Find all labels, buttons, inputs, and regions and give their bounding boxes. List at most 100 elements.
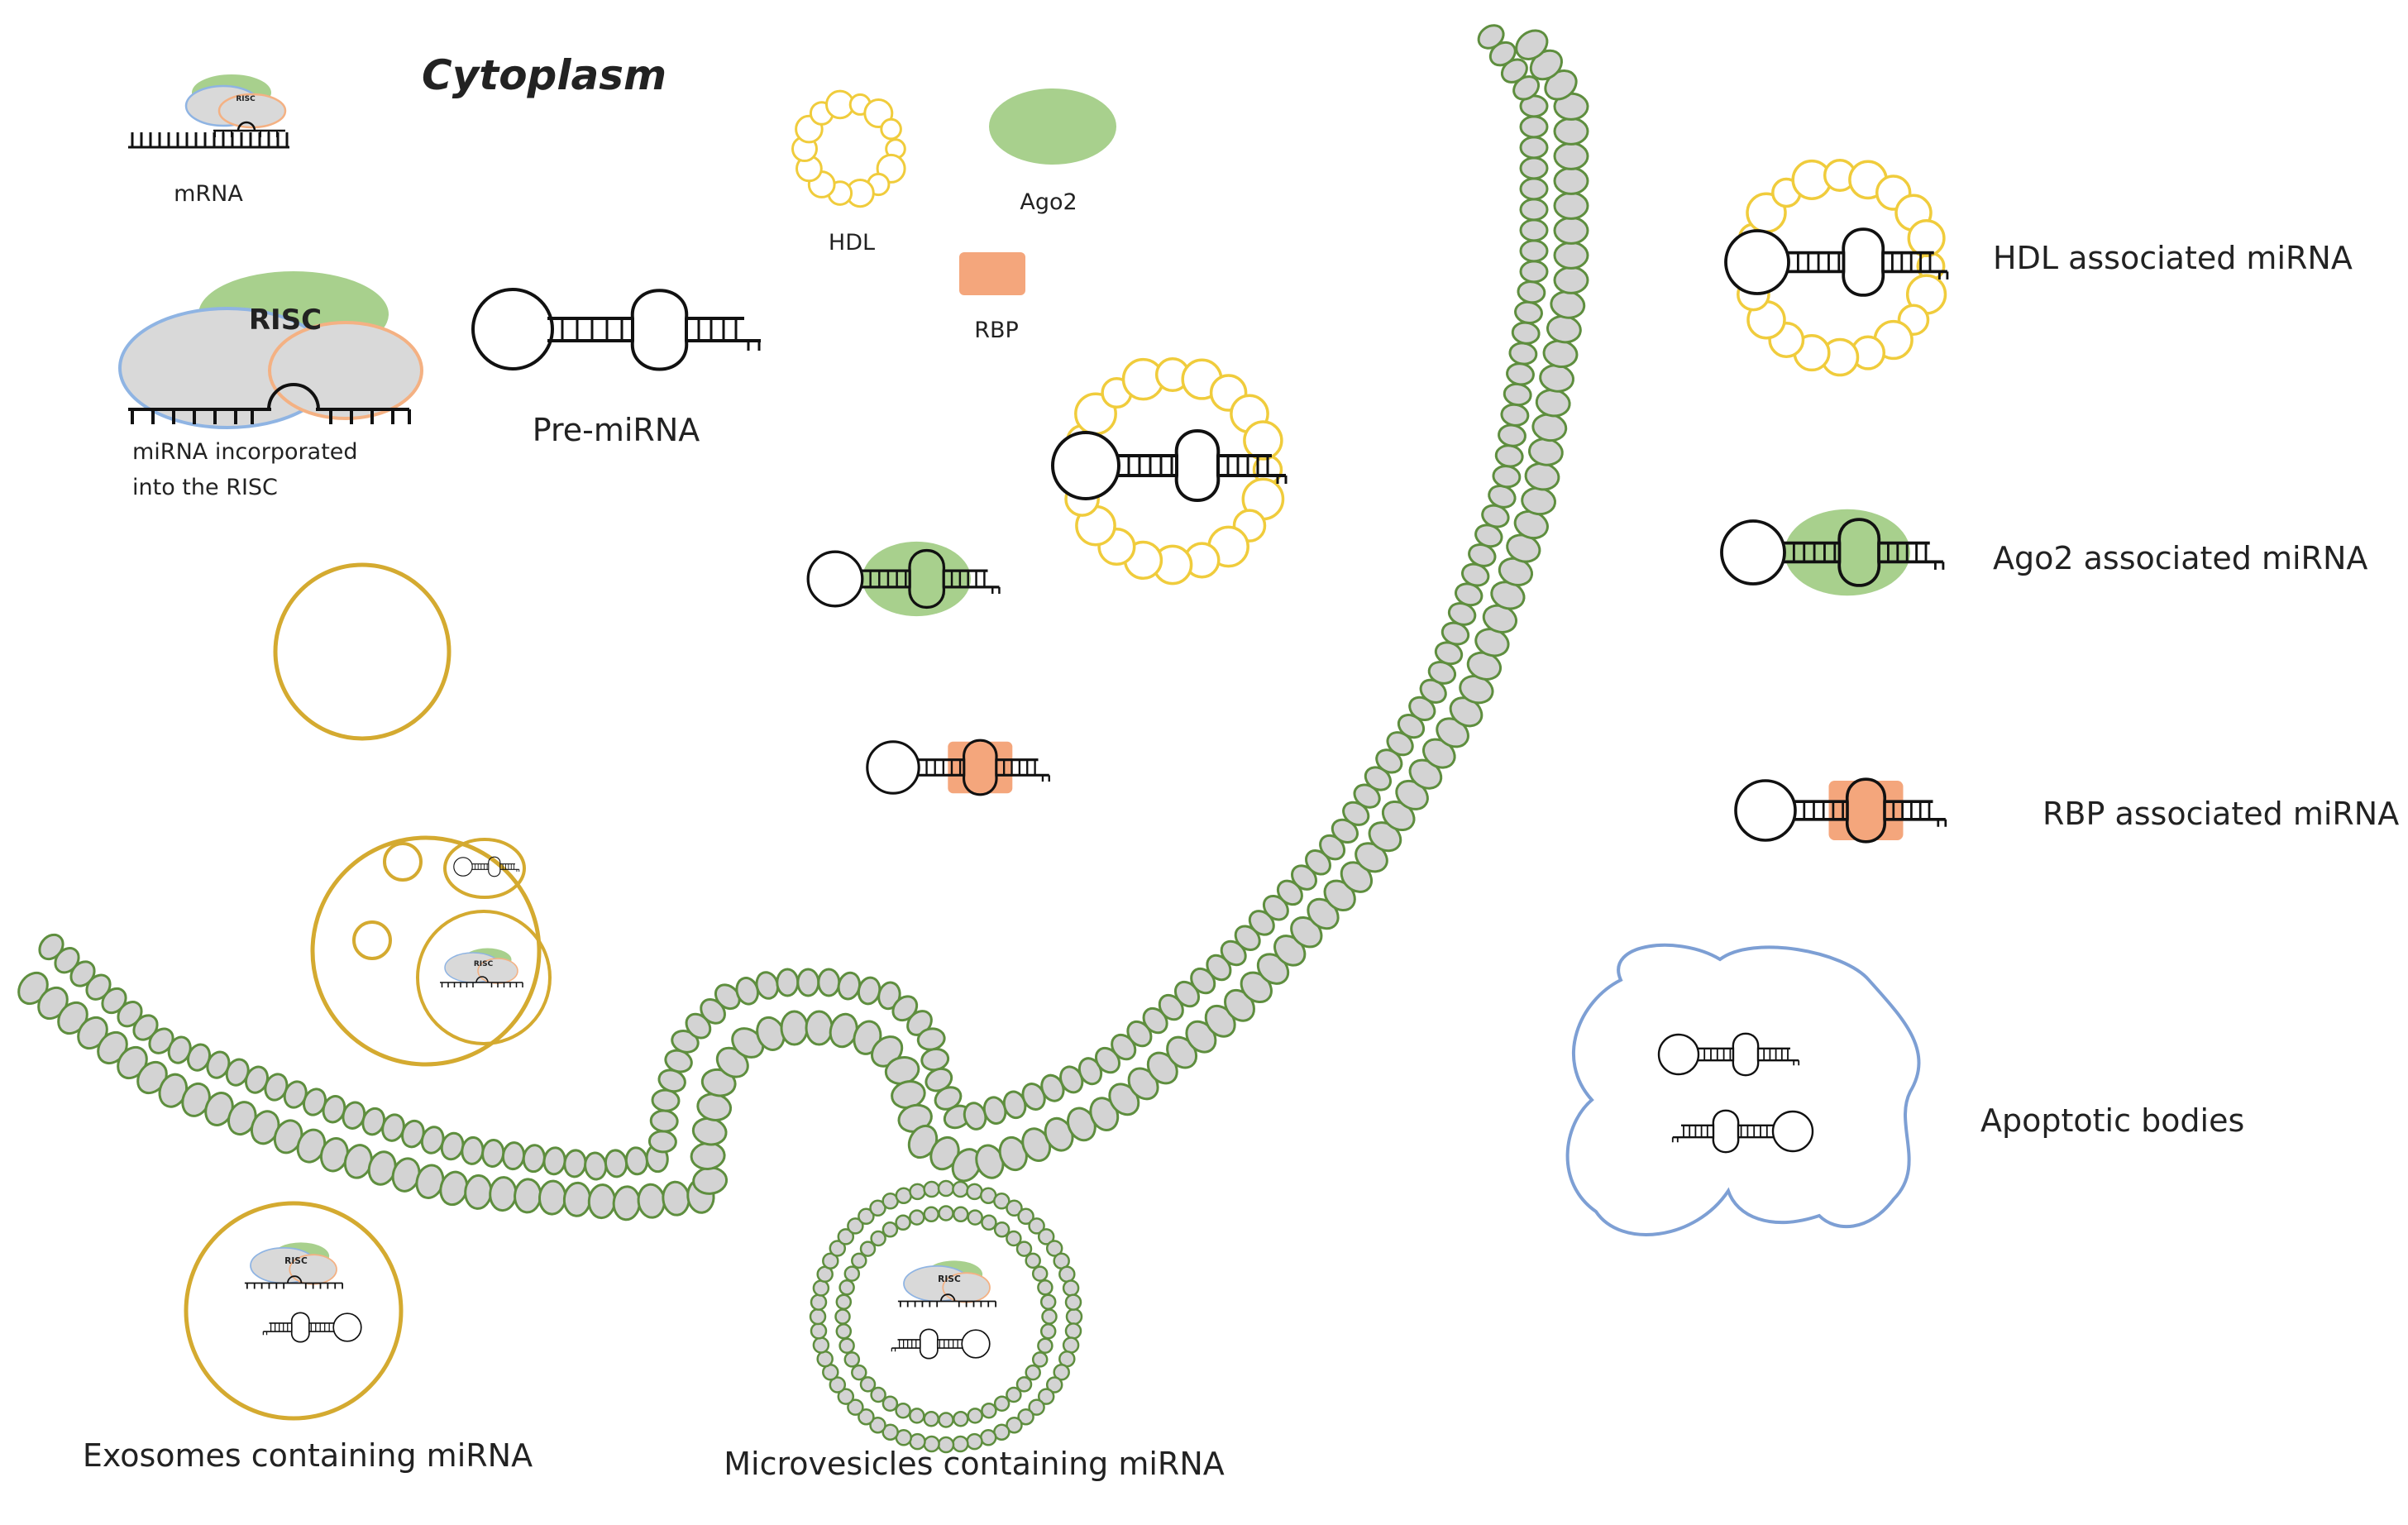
membrane-bead	[1492, 465, 1522, 489]
membrane-bead	[1519, 136, 1549, 160]
microvesicle-bead	[843, 1265, 861, 1282]
microvesicle-bead	[952, 1180, 969, 1198]
membrane-bead	[951, 1148, 982, 1183]
microvesicle-bead	[909, 1209, 925, 1226]
membrane-bead	[1517, 280, 1546, 304]
risc-small-label: RISC	[236, 95, 256, 103]
membrane-bead	[563, 1149, 587, 1178]
microvesicle-bead	[923, 1206, 939, 1223]
hdl-associated-mirna-icon	[1724, 158, 1949, 377]
risc-caption-line2: into the RISC	[132, 475, 278, 500]
microvesicle-bead	[837, 1228, 855, 1245]
mirna-hairpin	[262, 1312, 362, 1343]
microvesicle-bead	[809, 1307, 827, 1326]
membrane-bead	[780, 1010, 809, 1046]
membrane-bead	[1527, 437, 1564, 466]
microvesicle-bead	[981, 1402, 997, 1419]
microvesicle-bead	[1037, 1228, 1055, 1245]
microvesicle-bead	[923, 1410, 939, 1427]
membrane-bead	[1546, 314, 1582, 344]
membrane-bead	[1519, 260, 1549, 284]
microvesicle-bead	[1062, 1336, 1080, 1354]
microvesicle-bead	[993, 1193, 1010, 1210]
exosome	[184, 1201, 404, 1421]
membrane-bead	[1535, 388, 1571, 418]
mrna-label: mRNA	[174, 181, 243, 207]
membrane-bead	[514, 1178, 542, 1214]
membrane-bead	[1477, 24, 1505, 50]
rbp-legend-icon	[959, 252, 1025, 295]
risc-label: RISC	[249, 304, 322, 337]
microvesicle-bead	[895, 1402, 911, 1419]
membrane-bead	[481, 1139, 505, 1168]
microvesicle-bead	[835, 1323, 853, 1340]
microvesicle-bead	[1031, 1351, 1049, 1368]
membrane-bead	[690, 1141, 726, 1170]
microvesicle-bead	[937, 1179, 955, 1198]
microvesicle-bead	[938, 1205, 954, 1221]
microvesicle-bead	[858, 1207, 875, 1226]
microvesicle-bead	[882, 1221, 899, 1238]
microvesicle-bead	[812, 1336, 830, 1354]
microvesicle-bead	[993, 1221, 1010, 1238]
microvesicle-bead	[838, 1279, 855, 1296]
microvesicle-bead	[1053, 1364, 1070, 1381]
apoptotic-body	[1565, 943, 1921, 1236]
membrane-bead	[776, 968, 800, 997]
microvesicle-bead	[851, 1364, 867, 1381]
cell-membrane	[17, 24, 1589, 1221]
membrane-bead	[1515, 29, 1549, 60]
microvesicle-bead	[1062, 1279, 1080, 1297]
microvesicle-bead	[838, 1337, 855, 1354]
membrane-bead	[1500, 403, 1530, 427]
microvesicle-bead	[1006, 1199, 1023, 1217]
microvesicle-bead	[816, 1350, 834, 1368]
microvesicle-bead	[1045, 1240, 1063, 1257]
membrane-bead	[1542, 339, 1579, 369]
microvesicle-bead	[1017, 1408, 1034, 1426]
mirna-hairpin	[891, 1328, 991, 1360]
membrane-bead	[1506, 362, 1535, 386]
mirna-hairpin	[1671, 1109, 1814, 1154]
hdl-legend-icon	[791, 89, 906, 208]
microvesicle-bead	[967, 1209, 983, 1226]
membrane-bead	[1519, 177, 1549, 201]
microvesicle-bead	[1017, 1207, 1034, 1226]
membrane-bead	[1503, 382, 1532, 407]
mirna-hairpin	[1724, 227, 1949, 297]
microvesicle-bead	[938, 1412, 954, 1428]
hdl-associated-label: HDL associated miRNA	[1993, 240, 2353, 276]
microvesicle-bead	[993, 1395, 1010, 1412]
microvesicle-bead	[835, 1293, 853, 1310]
membrane-bead	[624, 1146, 648, 1176]
membrane-bead	[464, 1174, 493, 1210]
membrane-bead	[489, 1176, 518, 1212]
microvesicle-bead	[822, 1252, 839, 1269]
membrane-bead	[662, 1180, 690, 1217]
microvesicle-bead	[869, 1416, 886, 1434]
microvesicle-bead	[847, 1217, 864, 1235]
membrane-bead	[542, 1146, 566, 1176]
membrane-bead	[1553, 216, 1589, 245]
microvesicle-bead	[909, 1408, 925, 1424]
membrane-bead	[584, 1151, 608, 1181]
microvesicle-bead	[1041, 1308, 1058, 1325]
mrna-risc-small: RISC	[128, 74, 289, 149]
microvesicle-bead	[979, 1429, 997, 1446]
membrane-bead	[1519, 198, 1549, 222]
pre-mirna-hairpin	[471, 288, 761, 371]
membrane-bead	[1539, 364, 1575, 393]
microvesicle-bead	[981, 1214, 997, 1231]
rbp-associated-label: RBP associated miRNA	[2042, 796, 2399, 832]
microvesicle-bead	[851, 1252, 867, 1269]
microvesicle-bead	[1039, 1293, 1057, 1310]
membrane-bead	[1553, 166, 1589, 195]
hdl-bead	[1907, 218, 1946, 258]
microvesicle-bead	[882, 1395, 899, 1412]
microvesicle-bead	[1006, 1386, 1022, 1403]
rbp-label: RBP	[974, 318, 1019, 343]
membrane-bead	[1511, 321, 1541, 345]
microvesicle-bead	[829, 1376, 847, 1394]
microvesicle-bead	[834, 1308, 851, 1325]
membrane-bead	[1519, 115, 1549, 139]
